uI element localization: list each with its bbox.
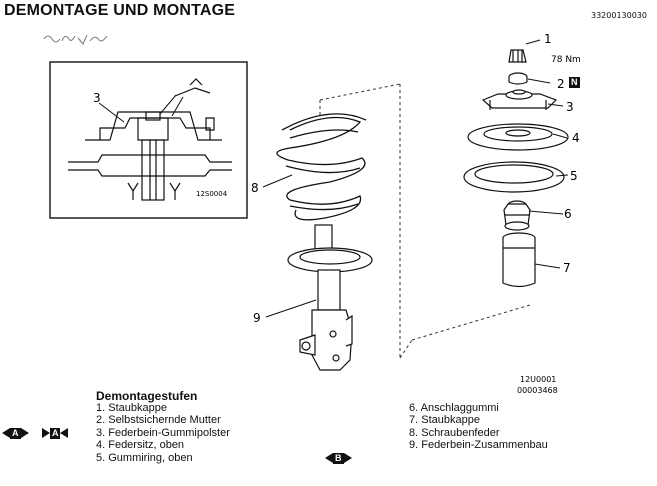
handwritten-mark <box>43 34 108 45</box>
step-2: 2. Selbstsichernde Mutter <box>96 414 221 427</box>
image-code-2: 00003468 <box>517 386 558 395</box>
callout-3: 3 <box>566 100 574 114</box>
marker-a-group: A A <box>2 425 77 443</box>
part-5-rubber-ring <box>463 161 565 193</box>
self-locking-badge: N <box>569 77 580 88</box>
image-code-1: 12U0001 <box>520 375 556 384</box>
step-5: 5. Gummiring, oben <box>96 451 193 464</box>
torque-spec: 78 Nm <box>551 55 581 65</box>
callout-1: 1 <box>544 32 552 46</box>
callout-2: 2 <box>557 77 565 91</box>
step-3: 3. Federbein-Gummipolster <box>96 426 230 439</box>
triangle-left-icon <box>325 453 333 463</box>
steps-heading: Demontagestufen <box>96 389 198 403</box>
part-1-dust-cap <box>508 49 527 63</box>
step-8: 8. Schraubenfeder <box>409 426 500 439</box>
marker-a-left: A <box>2 427 29 439</box>
detail-strut-mount <box>68 78 232 201</box>
marker-b: B <box>325 450 352 468</box>
marker-a-right: A <box>41 427 69 439</box>
part-2-nut <box>508 72 528 85</box>
steps-list-left: 1. Staubkappe 2. Selbstsichernde Mutter … <box>96 402 230 464</box>
callout-8: 8 <box>251 181 259 195</box>
triangle-right-icon <box>20 428 29 438</box>
part-8-coil-spring <box>276 113 367 221</box>
assembly-guide-lines <box>319 83 531 359</box>
callout-7: 7 <box>563 261 571 275</box>
part-7-dust-boot <box>502 232 536 288</box>
step-4: 4. Federsitz, oben <box>96 439 185 452</box>
triangle-right-icon <box>343 453 352 463</box>
triangle-left-icon <box>2 428 10 438</box>
part-3-rubber-mount <box>481 89 558 110</box>
detail-callout-3: 3 <box>93 91 101 105</box>
page-title: DEMONTAGE UND MONTAGE <box>4 2 236 19</box>
triangle-left-icon <box>60 428 69 438</box>
step-9: 9. Federbein-Zusammenbau <box>409 439 548 452</box>
callout-4: 4 <box>572 131 580 145</box>
step-1: 1. Staubkappe <box>96 402 167 414</box>
callout-6: 6 <box>564 207 572 221</box>
document-number: 33200130030 <box>591 11 647 20</box>
steps-list-right: 6. Anschlaggummi 7. Staubkappe 8. Schrau… <box>409 402 548 452</box>
detail-image-code: 12S0004 <box>196 190 228 198</box>
step-6: 6. Anschlaggummi <box>409 402 499 414</box>
detail-leader <box>98 102 125 123</box>
part-9-strut-assembly <box>287 224 373 371</box>
part-4-spring-seat <box>467 123 569 151</box>
part-6-bump-stop <box>503 200 531 231</box>
triangle-right-icon <box>41 428 50 438</box>
callout-5: 5 <box>570 169 578 183</box>
callout-leaders <box>262 39 569 318</box>
detail-view-frame <box>49 61 248 219</box>
step-7: 7. Staubkappe <box>409 414 480 427</box>
callout-9: 9 <box>253 311 261 325</box>
